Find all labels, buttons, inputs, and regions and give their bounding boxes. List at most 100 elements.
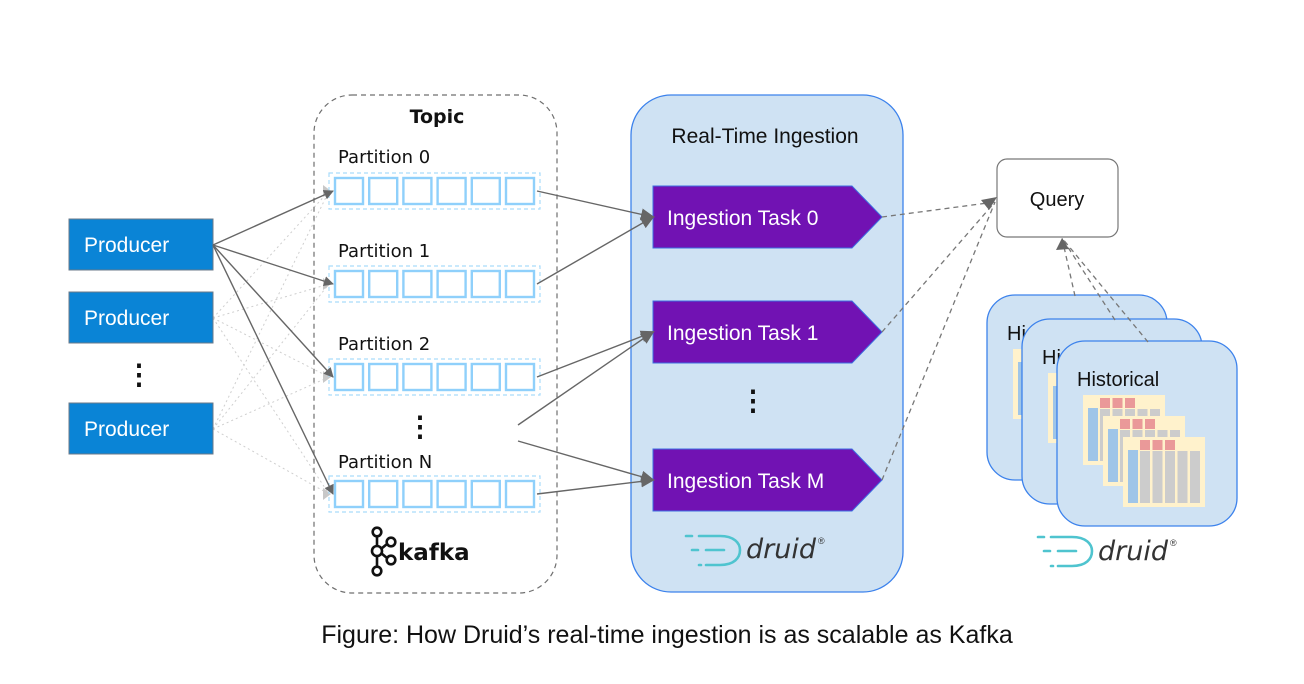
- query-arrowhead: [1056, 238, 1069, 250]
- query-box[interactable]: [996, 158, 1119, 238]
- query-label: Query: [1030, 189, 1084, 211]
- segment-metric-col: [1177, 451, 1188, 503]
- query-links: [881, 197, 1149, 481]
- producer-to-partition-arrow: [212, 244, 334, 378]
- topic-container: [313, 94, 558, 594]
- partition-to-task-arrow: [536, 475, 655, 495]
- message-slot: [402, 176, 433, 206]
- producer-node[interactable]: Producer: [68, 218, 214, 271]
- message-slot: [470, 479, 501, 509]
- faint-link: [212, 428, 330, 495]
- producer-box: [68, 291, 214, 344]
- producer-to-partition-arrow: [212, 244, 334, 286]
- partition: Partition 0: [328, 147, 541, 210]
- segment-header-cell: [1165, 440, 1175, 450]
- segment-header-cell: [1140, 440, 1150, 450]
- ingestion-task-label: Ingestion Task M: [667, 470, 824, 493]
- faint-link: [212, 317, 330, 495]
- ingestion-task-shape: [652, 300, 883, 364]
- task-to-query-link: [881, 201, 996, 218]
- message-slot: [333, 176, 365, 206]
- producer-label: Producer: [84, 307, 169, 330]
- topic-title: Topic: [410, 106, 465, 128]
- message-slot: [402, 269, 433, 299]
- partition-to-task-arrow: [517, 440, 655, 483]
- message-slot: [504, 176, 536, 206]
- druid-registered-mark: ®: [818, 536, 825, 546]
- faint-link: [212, 317, 330, 378]
- message-slot: [470, 362, 501, 392]
- producer-label: Producer: [84, 418, 169, 441]
- data-flow-arrows: [212, 190, 655, 495]
- partition-to-task-arrow: [536, 330, 655, 378]
- partition-to-task-arrow: [517, 330, 655, 426]
- task-to-query-link: [881, 201, 996, 333]
- faint-arrowhead: [323, 488, 331, 500]
- faint-link: [212, 190, 330, 430]
- ingestion-ellipsis: ⋮: [739, 385, 767, 416]
- message-slot: [504, 479, 536, 509]
- partition: Partition 1: [328, 241, 541, 303]
- faint-link: [212, 283, 330, 430]
- segment-dimension-col: [1108, 429, 1118, 482]
- kafka-wordmark: kafka: [398, 540, 470, 566]
- segment-stack-icon: [1083, 395, 1205, 507]
- message-slot: [402, 362, 433, 392]
- historicals-group: HistoricalHistoricalHistorical: [986, 294, 1238, 527]
- message-slot: [504, 362, 536, 392]
- segment-metric-col: [1165, 451, 1175, 503]
- segment-dimension-col: [1088, 408, 1098, 461]
- message-slot: [368, 269, 399, 299]
- message-slot: [333, 362, 365, 392]
- ingestion-task[interactable]: Ingestion Task 1: [652, 300, 883, 364]
- kafka-mark-icon: [370, 526, 397, 577]
- faint-arrowhead: [323, 278, 331, 290]
- segment-header-cell: [1120, 419, 1130, 429]
- segment-header-cell: [1125, 398, 1135, 408]
- producer-box: [68, 218, 214, 271]
- ingestion-task-shape: [652, 448, 883, 512]
- producer-to-partition-arrow: [212, 190, 334, 246]
- message-slot: [333, 269, 365, 299]
- message-slot: [333, 479, 365, 509]
- ingestion-task-label: Ingestion Task 0: [667, 207, 818, 230]
- faint-link: [212, 283, 330, 319]
- ingestion-task-shape: [652, 185, 883, 249]
- producer-node[interactable]: Producer: [68, 291, 214, 344]
- query-arrowhead: [981, 197, 997, 210]
- druid-wordmark: druid: [1098, 536, 1169, 567]
- ingestion-task[interactable]: Ingestion Task M: [652, 448, 883, 512]
- druid-registered-mark: ®: [1170, 538, 1177, 548]
- segment-metric-col: [1152, 451, 1163, 503]
- message-slot: [436, 362, 467, 392]
- segment-metric-col: [1190, 451, 1200, 503]
- producer-node[interactable]: Producer: [68, 402, 214, 455]
- message-slot: [470, 176, 501, 206]
- message-slot: [368, 479, 399, 509]
- partition-label: Partition 0: [338, 147, 430, 168]
- kafka-logo: kafka: [370, 526, 470, 577]
- topic-ellipsis: ⋮: [406, 411, 434, 442]
- partition-to-task-arrow: [536, 190, 655, 221]
- partition-label: Partition 2: [338, 334, 430, 355]
- druid-logo-historicals: druid ®: [1036, 535, 1177, 568]
- druid-mark-icon: [1036, 535, 1094, 568]
- partition-label: Partition 1: [338, 241, 430, 262]
- segment-header-cell: [1132, 419, 1143, 429]
- ingestion-task[interactable]: Ingestion Task 0: [652, 185, 883, 249]
- historical-node[interactable]: Historical: [1056, 340, 1238, 527]
- message-slot: [436, 176, 467, 206]
- druid-mark-icon: [684, 534, 742, 567]
- ingestion-panel-title: Real-Time Ingestion: [671, 125, 858, 148]
- message-slot: [504, 269, 536, 299]
- historical-to-query-link: [1061, 237, 1116, 321]
- druid-logo-ingestion: druid ®: [684, 534, 825, 567]
- segment-header-cell: [1112, 398, 1123, 408]
- message-slot: [436, 479, 467, 509]
- segment-metric-col: [1140, 451, 1150, 503]
- producer-box: [68, 402, 214, 455]
- segment-dimension-col: [1128, 450, 1138, 503]
